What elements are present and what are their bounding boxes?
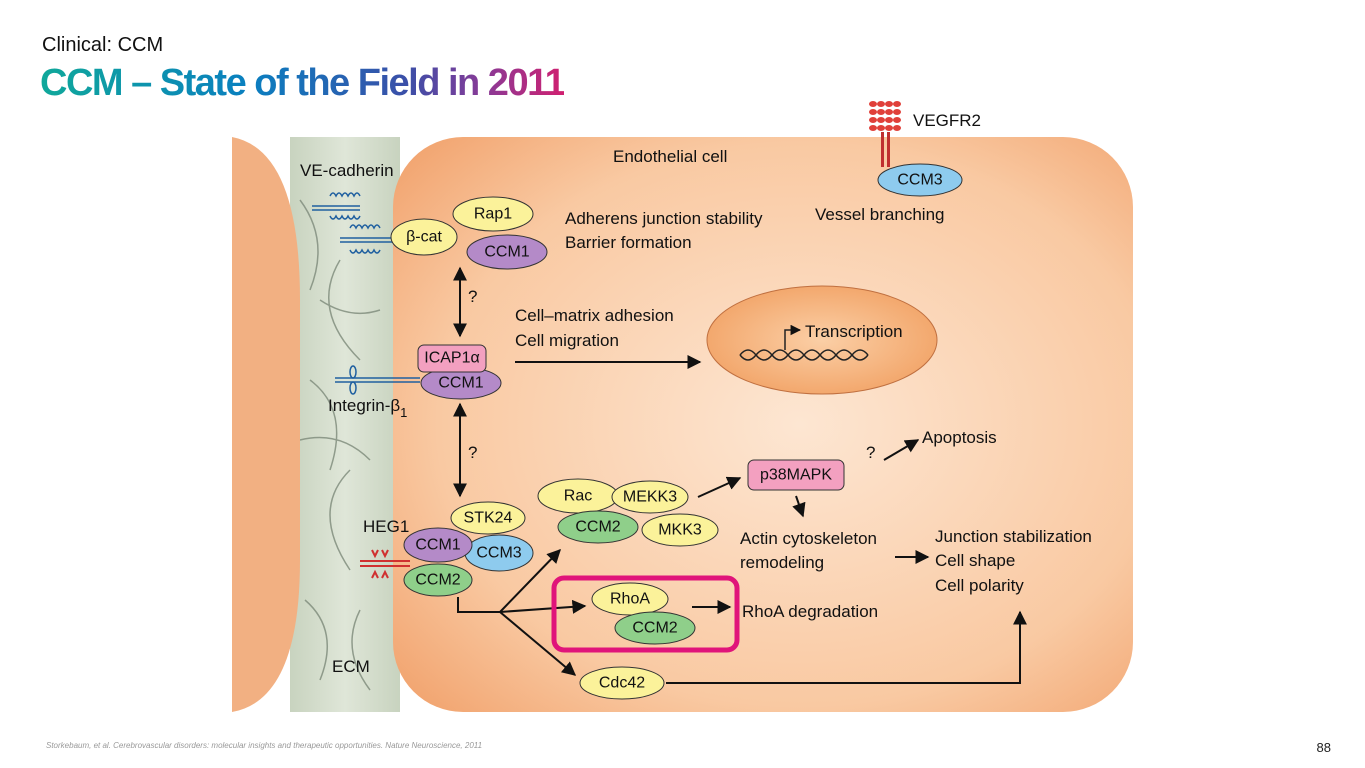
neighbor-cell <box>232 137 300 712</box>
question-mark-2: ? <box>468 443 477 462</box>
rhoa-protein: RhoA <box>591 582 669 616</box>
rhoa-ccm2-highlight-box <box>551 575 740 653</box>
ccm3-protein: CCM3 <box>464 534 534 572</box>
ecm-label: ECM <box>332 657 370 676</box>
svg-text:β-cat: β-cat <box>406 229 442 246</box>
ccm2-heg1-protein: CCM2 <box>403 563 473 597</box>
integrin-label: Integrin-β1 <box>328 396 407 420</box>
barrier-label: Barrier formation <box>565 233 692 252</box>
ccm2-mekk3-protein: CCM2 <box>557 510 639 544</box>
rhoa-degradation-label: RhoA degradation <box>742 602 878 621</box>
heg1-receptor <box>360 549 410 579</box>
svg-text:CCM3: CCM3 <box>476 545 521 562</box>
junction-label-3: Cell polarity <box>935 576 1024 595</box>
actin-label-2: remodeling <box>740 553 824 572</box>
integrin-icon <box>335 365 420 395</box>
vessel-branching-label: Vessel branching <box>815 205 944 224</box>
endothelial-cell <box>393 137 1133 712</box>
nucleus: Transcription <box>706 285 938 395</box>
beta-catenin-protein: β-cat <box>390 218 458 256</box>
actin-label-1: Actin cytoskeleton <box>740 529 877 548</box>
svg-text:CCM2: CCM2 <box>415 572 460 589</box>
question-mark-3: ? <box>866 443 875 462</box>
ve-cadherin-label: VE-cadherin <box>300 161 394 180</box>
mkk3-protein: MKK3 <box>641 513 719 547</box>
svg-text:CCM1: CCM1 <box>438 375 483 392</box>
heg1-label: HEG1 <box>363 517 409 536</box>
svg-text:STK24: STK24 <box>464 510 513 527</box>
transcription-label: Transcription <box>805 322 903 341</box>
svg-text:Rac: Rac <box>564 488 592 505</box>
svg-text:MEKK3: MEKK3 <box>623 489 677 506</box>
slide-title: CCM – State of the Field in 2011 <box>40 62 566 104</box>
cell-migration-label: Cell migration <box>515 331 619 350</box>
mekk3-protein: MEKK3 <box>611 480 689 514</box>
junction-label-2: Cell shape <box>935 551 1015 570</box>
ecm-region <box>290 137 400 712</box>
svg-text:RhoA: RhoA <box>610 591 650 608</box>
apoptosis-label: Apoptosis <box>922 428 997 447</box>
ccm2-rhoa-protein: CCM2 <box>614 611 696 645</box>
svg-text:Cdc42: Cdc42 <box>599 675 645 692</box>
svg-text:Rap1: Rap1 <box>474 206 512 223</box>
svg-text:p38MAPK: p38MAPK <box>760 467 832 484</box>
svg-text:ICAP1α: ICAP1α <box>424 350 480 367</box>
stk24-protein: STK24 <box>450 501 526 535</box>
ecm-fibers <box>299 199 381 691</box>
slide-kicker: Clinical: CCM <box>42 34 164 56</box>
vegfr2-receptor <box>869 101 901 167</box>
svg-text:CCM2: CCM2 <box>575 519 620 536</box>
svg-text:CCM1: CCM1 <box>484 244 529 261</box>
pathway-arrows <box>453 266 1027 684</box>
rap1-protein: Rap1 <box>452 196 534 232</box>
endothelial-cell-label: Endothelial cell <box>613 147 727 166</box>
cdc42-protein: Cdc42 <box>579 666 665 700</box>
vegfr2-label: VEGFR2 <box>913 111 981 130</box>
svg-text:CCM3: CCM3 <box>897 172 942 189</box>
ccm1-protein: CCM1 <box>466 234 548 270</box>
ccm3-vegfr2-protein: CCM3 <box>877 163 963 197</box>
rac-protein: Rac <box>537 478 619 514</box>
icap1a-protein: ICAP1α <box>417 344 487 373</box>
cell-matrix-label: Cell–matrix adhesion <box>515 306 674 325</box>
p38mapk-protein: p38MAPK <box>747 459 845 491</box>
svg-text:CCM2: CCM2 <box>632 620 677 637</box>
junction-label-1: Junction stabilization <box>935 527 1092 546</box>
ccm1-heg1-protein: CCM1 <box>403 527 473 563</box>
svg-text:CCM1: CCM1 <box>415 537 460 554</box>
adherens-label: Adherens junction stability <box>565 209 763 228</box>
question-mark-1: ? <box>468 287 477 306</box>
svg-text:MKK3: MKK3 <box>658 522 702 539</box>
citation: Storkebaum, et al. Cerebrovascular disor… <box>46 741 483 750</box>
page-number: 88 <box>1316 740 1331 755</box>
